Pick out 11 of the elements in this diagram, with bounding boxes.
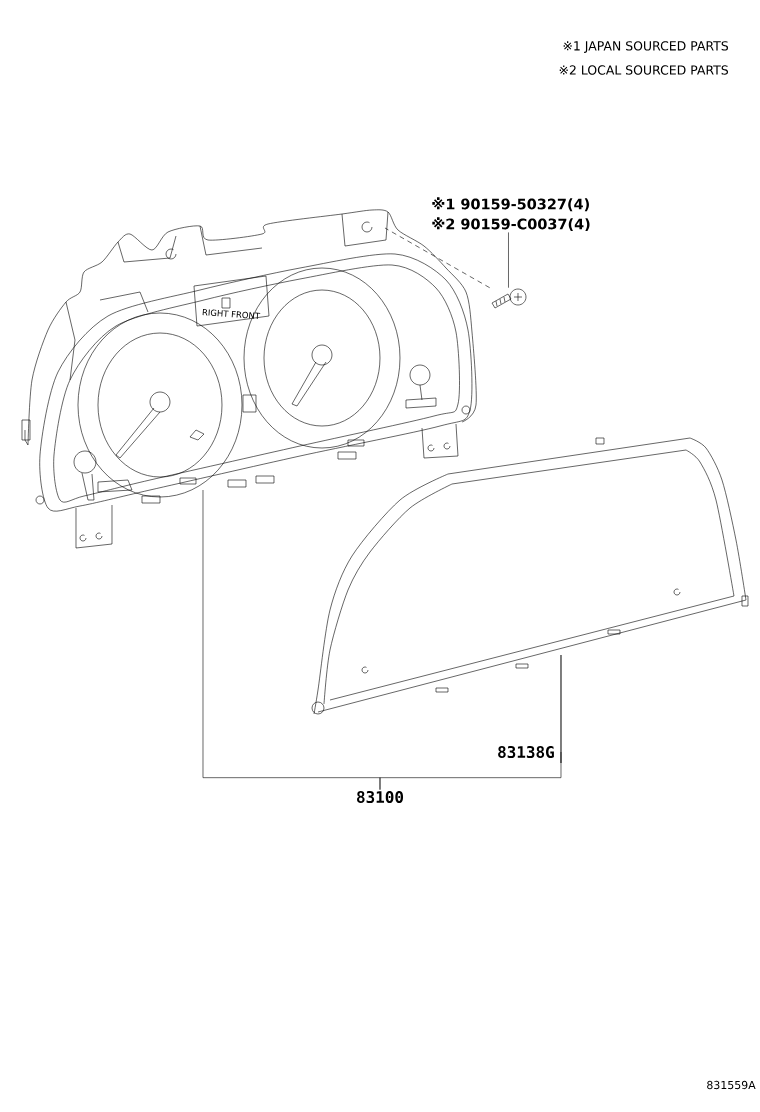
legend-note: ※1 JAPAN SOURCED PARTS (563, 41, 728, 53)
drawing-number: 831559A (707, 1080, 756, 1090)
panel-text: RIGHT FRONT (202, 308, 261, 319)
leader-line (384, 227, 490, 288)
part-number: 83100 (357, 791, 404, 804)
cluster-lens-drawing (311, 437, 749, 715)
leader-line (508, 232, 509, 288)
screw-drawing (491, 288, 527, 309)
part-number: 83138G (498, 746, 554, 759)
legend-note: ※2 LOCAL SOURCED PARTS (559, 65, 728, 75)
part-number: ※1 90159-50327(4) ※2 90159-C0037(4) (432, 197, 590, 232)
